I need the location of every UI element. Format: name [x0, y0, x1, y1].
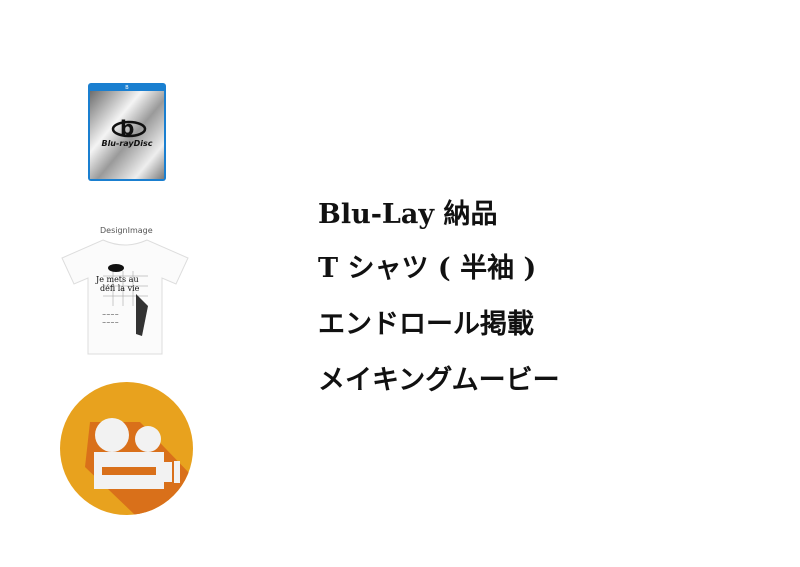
svg-text:Je mets au: Je mets au	[95, 275, 139, 284]
bluray-logo: Blu-rayDisc	[101, 139, 152, 148]
feature-making-movie: メイキングムービー	[318, 365, 560, 396]
feature-tshirt: T シャツ ( 半袖 )	[318, 253, 537, 284]
svg-text:défi la vie: défi la vie	[100, 284, 140, 293]
feature-bluray: Blu-Lay 納品	[318, 199, 498, 230]
svg-text:B: B	[125, 85, 129, 91]
feature-end-roll: エンドロール掲載	[318, 309, 534, 340]
design-image-caption: DesignImage	[100, 226, 153, 235]
svg-text:~~~~: ~~~~	[102, 320, 119, 326]
svg-text:~~~~: ~~~~	[102, 312, 119, 318]
svg-text:b: b	[120, 116, 134, 140]
bluray-disc-icon: B b Blu-rayDisc	[87, 82, 167, 182]
movie-camera-icon	[60, 382, 193, 515]
tshirt-icon: Je mets au défi la vie ~~~~ ~~~~	[58, 236, 192, 358]
